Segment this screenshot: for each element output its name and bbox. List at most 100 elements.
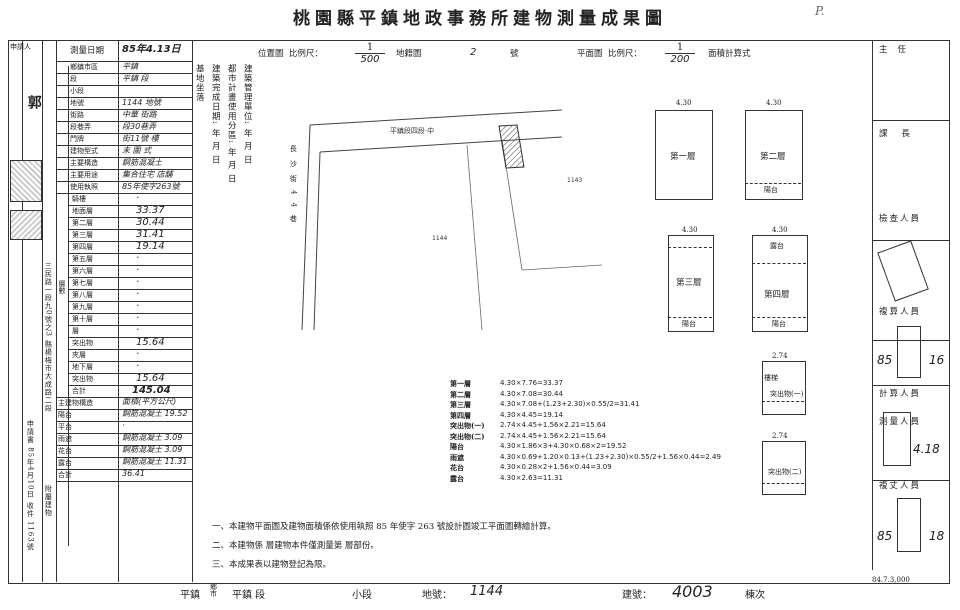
annex-row-label: 平台 [58,423,72,431]
floor-plan-4-balcony: 陽台 [772,320,786,328]
floor-plan-scale-numerator: 1 [665,42,695,54]
floor-row-label: 層 [72,327,79,335]
annex-row-value: · [122,421,125,430]
section-inspector: 檢查人員 [879,214,922,224]
calc-formula: 2.74×4.45+1.56×2.21=15.64 [500,421,606,429]
lot-1143-label: 1143 [567,177,582,184]
protrusion-1-plan [762,361,806,415]
floor-row-label: 第五層 [72,255,93,263]
surveyor-seal-stamp-right [883,412,911,466]
calc-formula: 4.30×2.63=11.31 [500,473,563,482]
property-row-value: 中華 街路 [122,110,157,119]
location-map-header: 位置圖 比例尺： [258,50,323,59]
footer-lot-label: 地號： [422,590,452,601]
floor-row-value: · [136,313,140,324]
date-3-year: 85 [877,529,893,543]
side-road-edge-left [301,124,311,331]
calc-label: 花台 [450,463,464,472]
rechecker-seal-stamp [897,326,921,378]
floor-plan-1 [655,110,713,200]
calc-formula: 2.74×4.45+1.56×2.21=15.64 [500,431,606,440]
floor-plan-4-label: 第四層 [764,290,790,300]
side-road-label: 長沙街44巷 [289,145,298,230]
protrusion-1-dim: 2.74 [772,352,788,360]
calc-label: 雨遮 [450,452,464,462]
calc-label: 第三層 [450,400,471,409]
main-road-edge-top [309,109,563,126]
floor-row-value: · [136,361,140,372]
footer-township: 平鎮 [180,590,200,601]
page-title: 桃園縣平鎮地政事務所建物測量成果圖 [293,9,667,29]
floor-plan-2-balcony: 陽台 [764,186,778,194]
property-row-label: 使用執照 [70,183,98,191]
right-signature-column: 主任 課長 檢查人員 複算人員 計算人員 測量人員 複丈人員 85 16 4.1… [872,40,949,570]
owner-address: 三民路一段九0號之3 縣楊梅市大成路二段 [44,262,53,413]
footer-floor-label: 棟次 [745,590,765,601]
floor-row-value: 19.14 [136,241,165,252]
total-label: 合計 [72,387,86,395]
floor-plan-scale-label: 比例尺： [607,49,642,59]
floor-plan-scale-fraction: 1 200 [665,42,695,65]
floor-row-label: 第二層 [72,219,93,227]
footer-subsection: 小段 [352,590,372,601]
floor-plan-title: 平面圖 [577,49,603,59]
floor-plan-header: 平面圖 比例尺： [577,50,642,59]
floor-plan-1-label: 第一層 [670,152,696,162]
property-row-value: 段30巷弄 [122,122,157,131]
lot-boundary-3 [466,144,483,331]
floor-row-value: · [136,277,140,288]
owner-name: 郭 [25,95,42,110]
floor-row-value: · [136,349,140,360]
floor-row-value: · [136,193,140,204]
calc-formula: 4.30×7.08+(1.23+2.30)×0.55/2=31.41 [500,400,640,408]
floor-plan-3-dim: 4.30 [682,226,698,234]
calc-formula: 4.30×1.86×3+4.30×0.68×2=19.52 [500,442,627,450]
protrusion-1-label: 突出物(一) [770,390,804,398]
location-scale-fraction: 1 500 [355,42,385,65]
floor-plan-3 [668,235,714,332]
annex-row-value: 鋼筋混凝土 19.52 [122,409,188,418]
property-row-label: 段巷弄 [70,123,91,131]
floor-plan-1-dim: 4.30 [676,99,692,107]
property-row-value: 1144 地號 [122,98,161,107]
floor-row-value: · [136,289,140,300]
calc-formula: 4.30×4.45=19.14 [500,410,563,419]
area-method-label: 面積計算式 [708,49,751,59]
floor-row-value: 15.64 [136,373,165,384]
note-1: 一、本建物平面圖及建物面積係依使用執照 85 年使字 263 號設計圖竣工平面圖… [212,522,556,532]
annex-row-label: 主建物構造 [58,399,93,407]
note-3: 三、本成果表以建物登記為限。 [212,560,332,570]
annex-row-value: 鋼筋混凝土 3.09 [122,445,183,454]
annex-row-value: 面積(平方公尺) [122,397,177,406]
property-row-value: 集合住宅 店舖 [122,170,173,179]
floor-row-value: 30.44 [136,217,165,228]
property-row-label: 主要構造 [70,159,98,167]
zoning-label: 都市計畫使用分區: 年 月 日 [226,64,237,184]
survey-date-value: 85年4.13日 [122,44,181,55]
floor-row-label: 突出物 [72,375,93,383]
floor-row-label: 第三層 [72,231,93,239]
cadastral-map-number: 2 [470,47,477,58]
location-map: 平鎮段四段·中 1144 1143 [301,109,602,331]
surveyor-seal-stamp [10,210,42,240]
floor-row-value: · [136,253,140,264]
floor-plan-3-balcony: 陽台 [682,320,696,328]
section-surveyor: 測量人員 [879,417,922,427]
floor-row-label: 第六層 [72,267,93,275]
survey-date-label: 測量日期 [70,46,105,56]
resurveyor-seal-stamp [897,498,921,552]
calc-label: 露台 [450,473,464,483]
date-1-day: 16 [929,353,945,367]
floor-row-label: 第七層 [72,279,93,287]
property-row-value: 街11號 樓 [122,134,159,143]
land-location-label: 基地坐落 [194,64,205,102]
floors-label: 層數 [58,280,66,294]
property-row-label: 街路 [70,111,84,119]
floor-plan-4-dim: 4.30 [772,226,788,234]
road-label: 平鎮段四段·中 [390,126,434,135]
floor-row-label: 地下層 [72,363,93,371]
protrusion-2-plan [762,441,806,495]
property-row-value: 85年使字263號 [122,182,180,191]
corner-mark: P. [815,4,825,18]
lot-boundary-2 [521,264,602,271]
